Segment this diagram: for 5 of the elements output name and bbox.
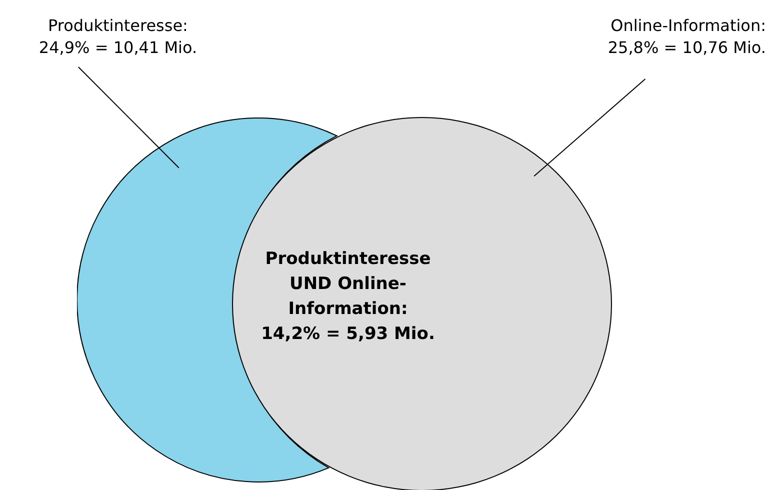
category-label: Online-Information: 25,8% = 10,76 Mio.	[591, 15, 766, 59]
overlap-label: Produktinteresse UND Online-Information: 14,2% = 5,93 Mio.	[260, 248, 436, 346]
leader-line	[78, 66, 180, 168]
category-label: Produktinteresse: 24,9% = 10,41 Mio.	[28, 15, 208, 59]
leader-line	[534, 78, 646, 177]
